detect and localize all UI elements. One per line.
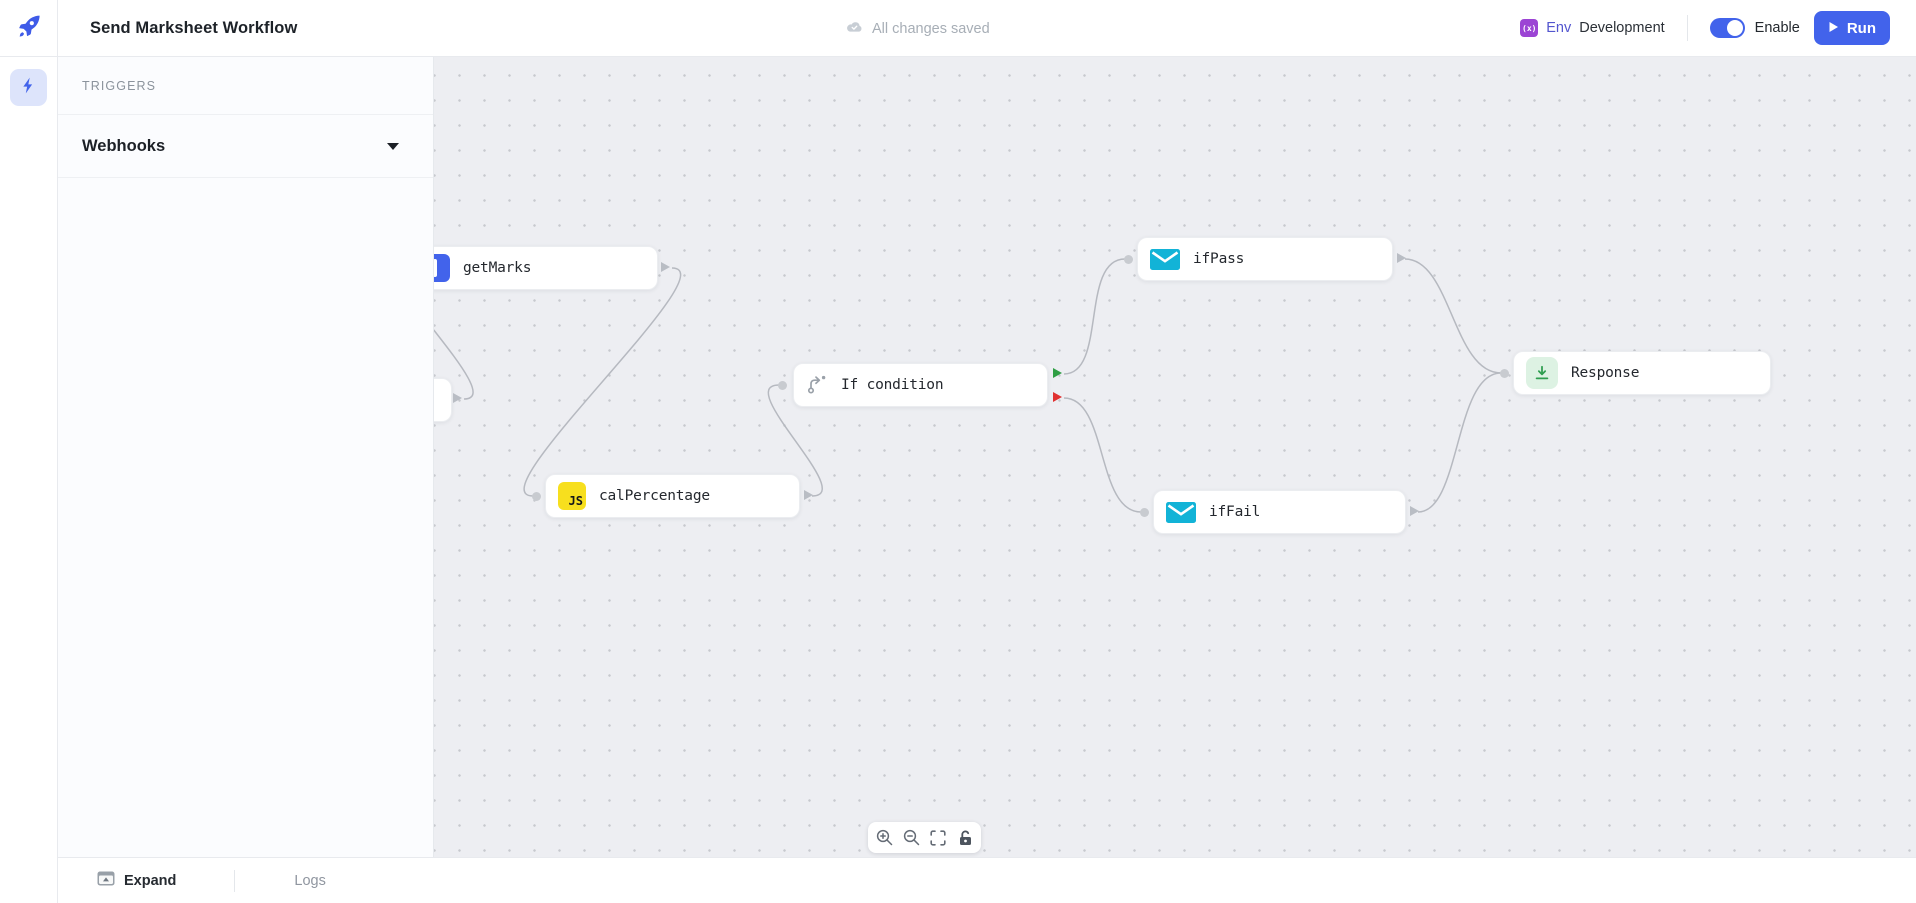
mail-icon <box>1166 501 1196 523</box>
port-in-iffail[interactable] <box>1140 508 1149 517</box>
app-logo[interactable] <box>0 0 58 56</box>
node-response[interactable]: Response <box>1513 351 1771 395</box>
bottom-bar: Expand Logs <box>58 857 1916 903</box>
env-label: Env <box>1546 20 1572 36</box>
node-label: calPercentage <box>599 488 710 504</box>
rocket-icon <box>16 13 42 44</box>
env-icon: (x) <box>1520 19 1539 37</box>
top-bar: Send Marksheet Workflow All changes save… <box>0 0 1916 57</box>
node-getmarks[interactable]: getMarks <box>434 246 658 290</box>
node-label: If condition <box>841 377 944 393</box>
lock-icon[interactable] <box>954 827 976 849</box>
chevron-down-icon <box>387 142 399 150</box>
panel-header: TRIGGERS <box>58 57 433 115</box>
env-value: Development <box>1579 20 1665 36</box>
node-label: Response <box>1571 365 1640 381</box>
canvas-zoom-toolbar <box>868 822 981 853</box>
port-in-if-condition[interactable] <box>778 381 787 390</box>
port-in-calpercentage[interactable] <box>532 492 541 501</box>
node-label: ifFail <box>1209 504 1261 520</box>
port-in-ifpass[interactable] <box>1124 255 1133 264</box>
workflow-title[interactable]: Send Marksheet Workflow <box>90 18 298 37</box>
port-out-getmarks[interactable] <box>661 262 670 272</box>
port-out-iffail[interactable] <box>1410 506 1419 516</box>
javascript-icon: JS <box>558 482 586 510</box>
zoom-in-icon[interactable] <box>873 827 895 849</box>
branch-icon <box>806 374 828 396</box>
save-status-text: All changes saved <box>872 20 990 37</box>
blue-app-icon <box>434 254 450 282</box>
topbar-divider <box>1686 15 1688 41</box>
fit-view-icon[interactable] <box>927 827 949 849</box>
panel-header-label: TRIGGERS <box>82 78 157 93</box>
enable-label: Enable <box>1754 20 1800 36</box>
node-iffail[interactable]: ifFail <box>1153 490 1406 534</box>
port-false-if-condition[interactable] <box>1053 392 1062 402</box>
triggers-panel: TRIGGERS Webhooks <box>58 57 434 857</box>
node-label: ifPass <box>1193 251 1245 267</box>
node-webhook-trigger[interactable] <box>434 378 452 422</box>
lightning-icon <box>19 76 38 100</box>
topbar-actions: (x) Env Development Enable Run <box>1520 11 1916 45</box>
mail-icon <box>1150 248 1180 270</box>
node-ifpass[interactable]: ifPass <box>1137 237 1393 281</box>
cloud-check-icon <box>846 20 863 38</box>
zoom-out-icon[interactable] <box>900 827 922 849</box>
bottombar-divider <box>234 869 236 892</box>
expand-button[interactable]: Expand <box>97 871 176 891</box>
save-status: All changes saved <box>846 0 990 57</box>
port-out-webhook-trigger[interactable] <box>453 393 462 403</box>
workflow-edges <box>434 258 1502 513</box>
expand-panel-icon <box>97 871 115 891</box>
webhooks-section-toggle[interactable]: Webhooks <box>58 115 433 178</box>
webhooks-label: Webhooks <box>82 136 166 155</box>
icon-rail <box>0 57 58 903</box>
node-label: getMarks <box>463 260 532 276</box>
enable-toggle[interactable] <box>1709 18 1745 38</box>
edge-if-true-ifpass <box>1063 258 1126 375</box>
expand-label: Expand <box>124 872 177 889</box>
run-button-label: Run <box>1846 19 1876 37</box>
environment-selector[interactable]: (x) Env Development <box>1520 19 1665 37</box>
node-calpercentage[interactable]: JS calPercentage <box>545 474 800 518</box>
enable-toggle-group: Enable <box>1709 18 1800 38</box>
run-button[interactable]: Run <box>1813 11 1890 45</box>
respond-icon <box>1526 357 1558 389</box>
port-out-calpercentage[interactable] <box>804 490 813 500</box>
port-out-ifpass[interactable] <box>1397 253 1406 263</box>
edge-iffail-response <box>1417 372 1502 513</box>
node-if-condition[interactable]: If condition <box>793 363 1048 407</box>
play-icon <box>1828 20 1839 37</box>
edge-if-false-iffail <box>1063 397 1142 513</box>
port-true-if-condition[interactable] <box>1053 368 1062 378</box>
edge-getmarks-calpercentage <box>523 267 682 497</box>
logs-button[interactable]: Logs <box>294 872 326 889</box>
edge-ifpass-response <box>1404 258 1502 374</box>
port-in-response[interactable] <box>1500 369 1509 378</box>
toggle-knob <box>1726 20 1743 36</box>
workflow-canvas[interactable]: getMarks JS calPercentage If condition <box>434 57 1916 857</box>
sidebar-item-triggers[interactable] <box>10 69 47 106</box>
